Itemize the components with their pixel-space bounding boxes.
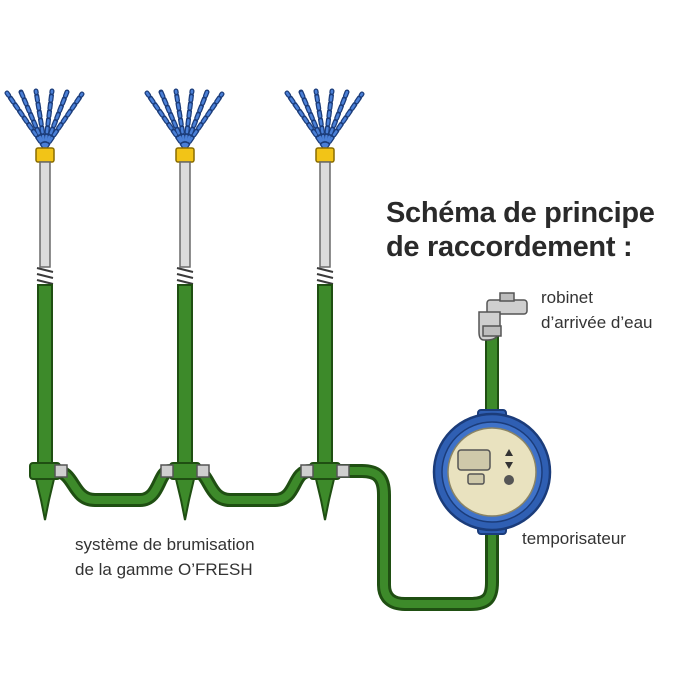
title-line-2: de raccordement : bbox=[386, 231, 633, 263]
connecting-hose bbox=[48, 464, 499, 611]
misting-stake bbox=[4, 88, 85, 521]
misting-stake bbox=[144, 88, 225, 521]
timer-button bbox=[504, 475, 514, 485]
timer-label: temporisateur bbox=[522, 529, 626, 548]
system-label: système de brumisation de la gamme O’FRE… bbox=[75, 532, 255, 582]
timer-icon bbox=[432, 409, 552, 535]
system-label-line-2: de la gamme O’FRESH bbox=[75, 560, 253, 579]
metal-tube bbox=[39, 161, 51, 268]
tap-label-line-1: robinet bbox=[541, 288, 593, 307]
yellow-collar bbox=[35, 147, 55, 163]
green-stake bbox=[37, 284, 53, 464]
tap-label-line-2: d’arrivée d’eau bbox=[541, 313, 653, 332]
tap-icon bbox=[478, 292, 528, 341]
spring bbox=[36, 267, 54, 285]
tap-label: robinet d’arrivée d’eau bbox=[541, 285, 653, 335]
misting-stake bbox=[284, 88, 365, 521]
down-arrow-icon bbox=[505, 462, 513, 469]
system-label-line-1: système de brumisation bbox=[75, 535, 255, 554]
up-arrow-icon bbox=[505, 449, 513, 456]
diagram-title: Schéma de principe de raccordement : bbox=[386, 196, 655, 264]
tap-hose bbox=[485, 329, 499, 411]
title-line-1: Schéma de principe bbox=[386, 197, 655, 229]
timer-display bbox=[457, 449, 491, 471]
